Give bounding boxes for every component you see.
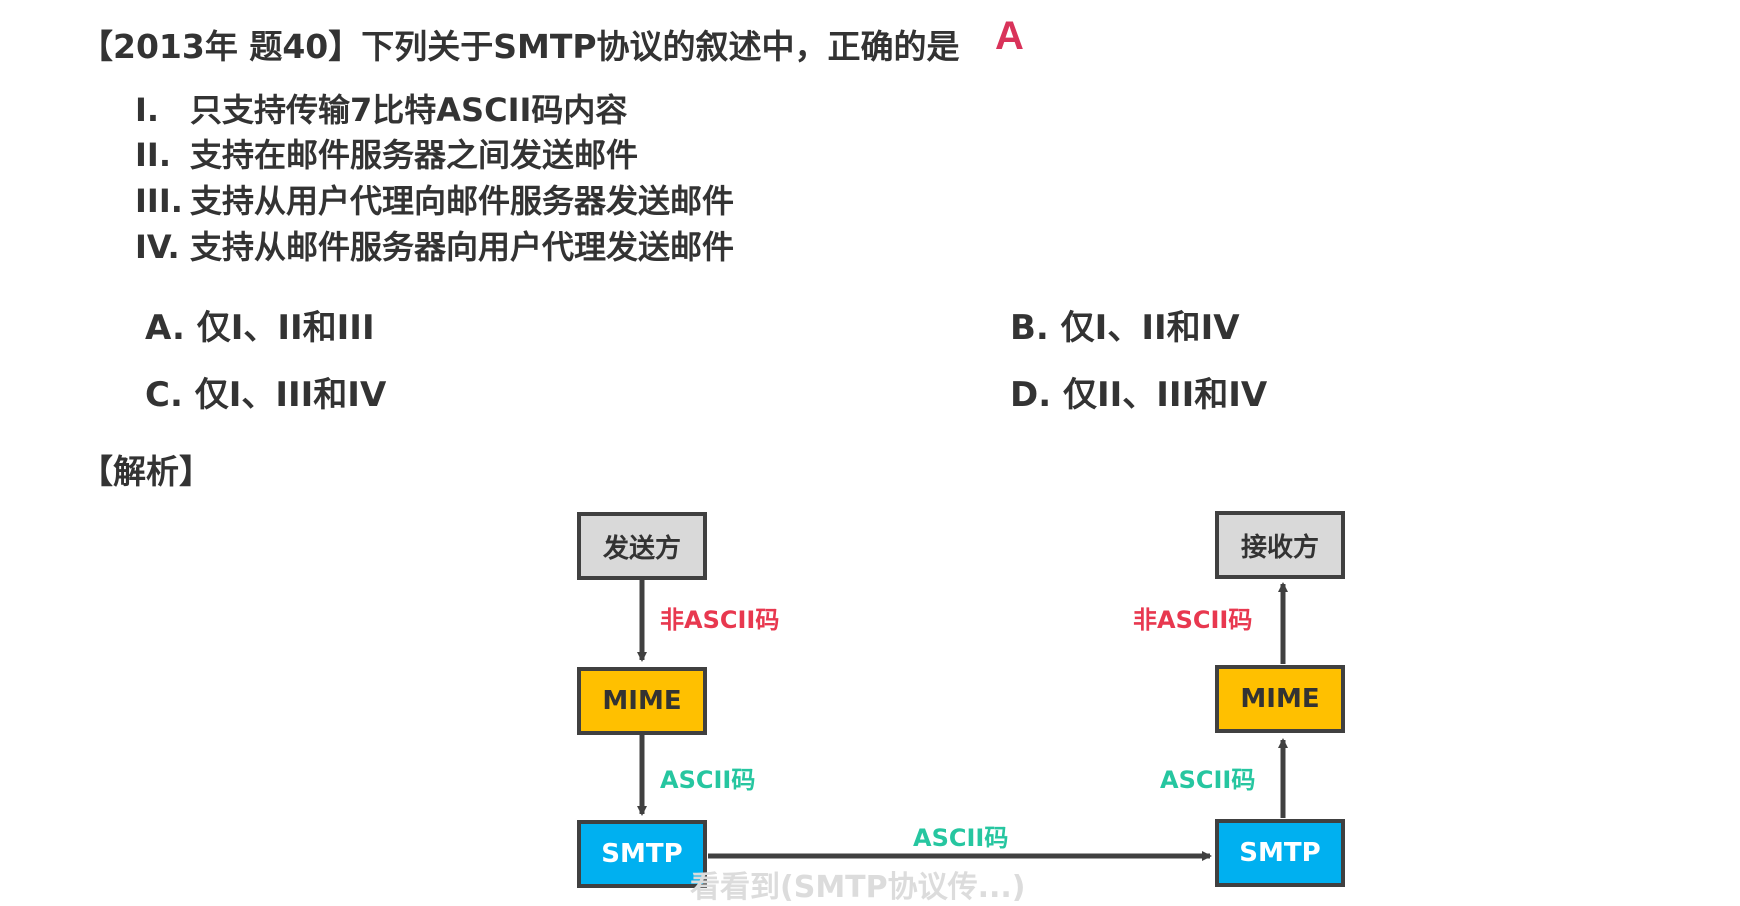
statement-1: I. 只支持传输7比特ASCII码内容 xyxy=(135,85,627,131)
statement-number: III. xyxy=(135,182,183,220)
statement-text: 支持在邮件服务器之间发送邮件 xyxy=(190,136,639,174)
label-ascii-left: ASCII码 xyxy=(660,766,756,794)
statement-2: II. 支持在邮件服务器之间发送邮件 xyxy=(135,130,638,176)
smtp-left-label: SMTP xyxy=(601,839,683,869)
option-b: B. 仅I、II和IV xyxy=(1010,308,1240,348)
label-ascii-right: ASCII码 xyxy=(1160,766,1256,794)
receiver-label: 接收方 xyxy=(1240,532,1319,563)
mime-left-label: MIME xyxy=(602,686,682,716)
mime-left-box: MIME xyxy=(577,667,707,735)
statement-number: II. xyxy=(135,136,171,174)
smtp-right-box: SMTP xyxy=(1215,819,1345,887)
statement-number: I. xyxy=(135,91,160,129)
statement-3: III.支持从用户代理向邮件服务器发送邮件 xyxy=(135,176,734,222)
video-subtitle: 看看到(SMTP协议传...) xyxy=(690,870,1026,905)
sender-box: 发送方 xyxy=(577,512,707,580)
option-d: D. 仅II、III和IV xyxy=(1010,375,1268,415)
label-non-ascii-right: 非ASCII码 xyxy=(1133,606,1253,634)
statement-text: 支持从邮件服务器向用户代理发送邮件 xyxy=(190,228,735,266)
label-ascii-bottom: ASCII码 xyxy=(913,824,1009,852)
option-a: A. 仅I、II和III xyxy=(145,308,375,348)
mime-right-box: MIME xyxy=(1215,665,1345,733)
statement-text: 只支持传输7比特ASCII码内容 xyxy=(190,91,628,129)
statement-text: 支持从用户代理向邮件服务器发送邮件 xyxy=(190,182,735,220)
question-title: 【2013年 题40】下列关于SMTP协议的叙述中，正确的是 xyxy=(80,27,960,66)
receiver-box: 接收方 xyxy=(1215,511,1345,579)
answer-mark: A xyxy=(995,14,1024,58)
sender-label: 发送方 xyxy=(602,533,681,564)
statement-number: IV. xyxy=(135,228,180,266)
label-non-ascii-left: 非ASCII码 xyxy=(660,606,780,634)
mime-right-label: MIME xyxy=(1240,684,1320,714)
smtp-right-label: SMTP xyxy=(1239,838,1321,868)
analysis-title: 【解析】 xyxy=(80,452,212,491)
statement-4: IV. 支持从邮件服务器向用户代理发送邮件 xyxy=(135,222,734,268)
smtp-left-box: SMTP xyxy=(577,820,707,888)
option-c: C. 仅I、III和IV xyxy=(145,375,387,415)
